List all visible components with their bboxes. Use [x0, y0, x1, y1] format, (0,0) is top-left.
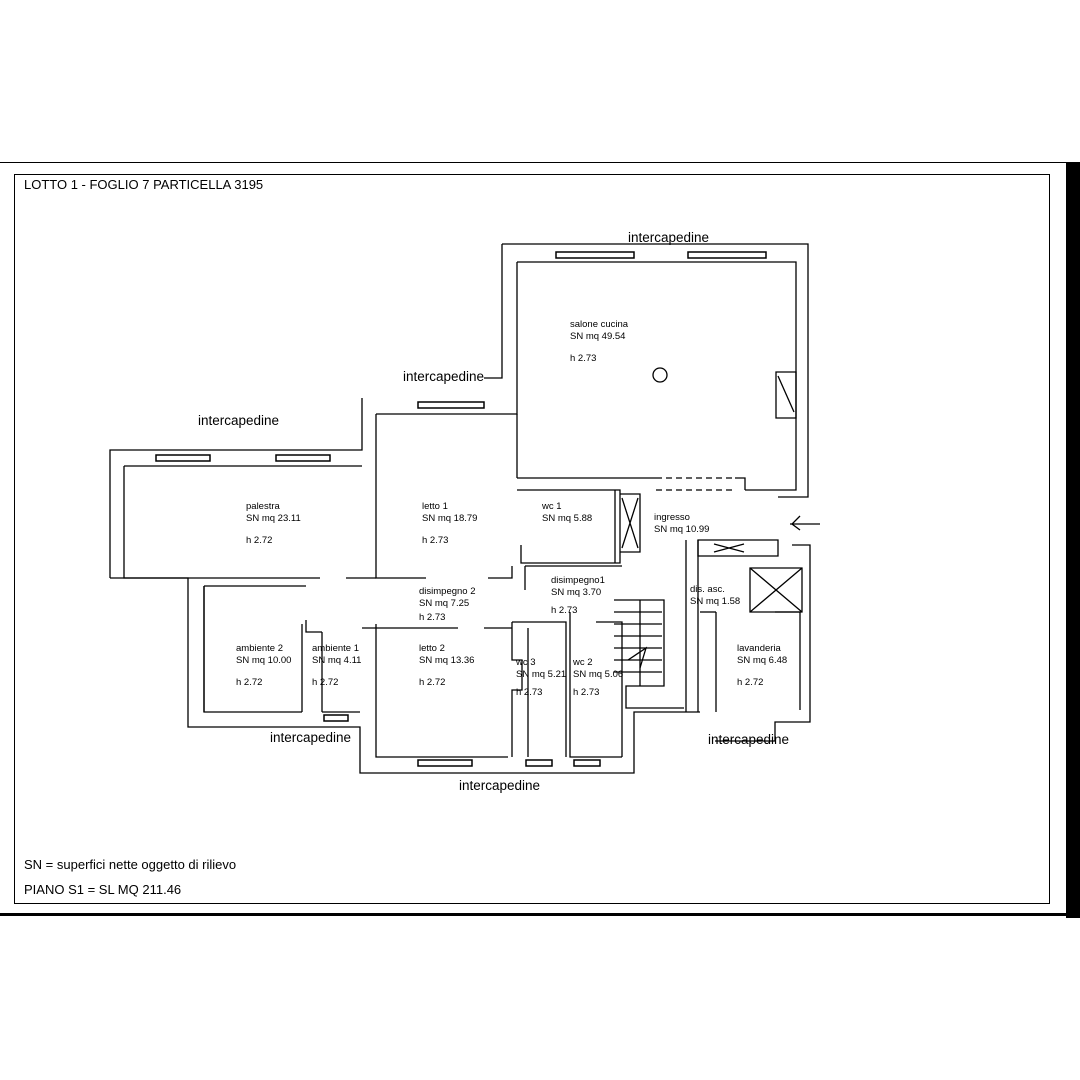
- sheet-bottom-border: [0, 913, 1066, 916]
- intercapedine-label-southeast: intercapedine: [708, 732, 790, 747]
- drawing-frame: [14, 174, 1050, 904]
- sheet-right-edge: [1066, 162, 1080, 918]
- sheet-top-border: [0, 162, 1066, 163]
- intercapedine-label-south: intercapedine: [459, 778, 541, 793]
- legend-piano: PIANO S1 = SL MQ 211.46: [24, 882, 182, 897]
- intercapedine-label-north: intercapedine: [628, 230, 710, 245]
- intercapedine-label-southwest: intercapedine: [270, 730, 352, 745]
- legend-sn: SN = superfici nette oggetto di rilievo: [24, 857, 237, 872]
- room-dis-asc: dis. asc.SN mq 1.58: [690, 584, 741, 607]
- drawing-title: LOTTO 1 - FOGLIO 7 PARTICELLA 3195: [24, 177, 264, 192]
- intercapedine-label-northwest: intercapedine: [198, 413, 280, 428]
- intercapedine-label-north-mid: intercapedine: [403, 369, 485, 384]
